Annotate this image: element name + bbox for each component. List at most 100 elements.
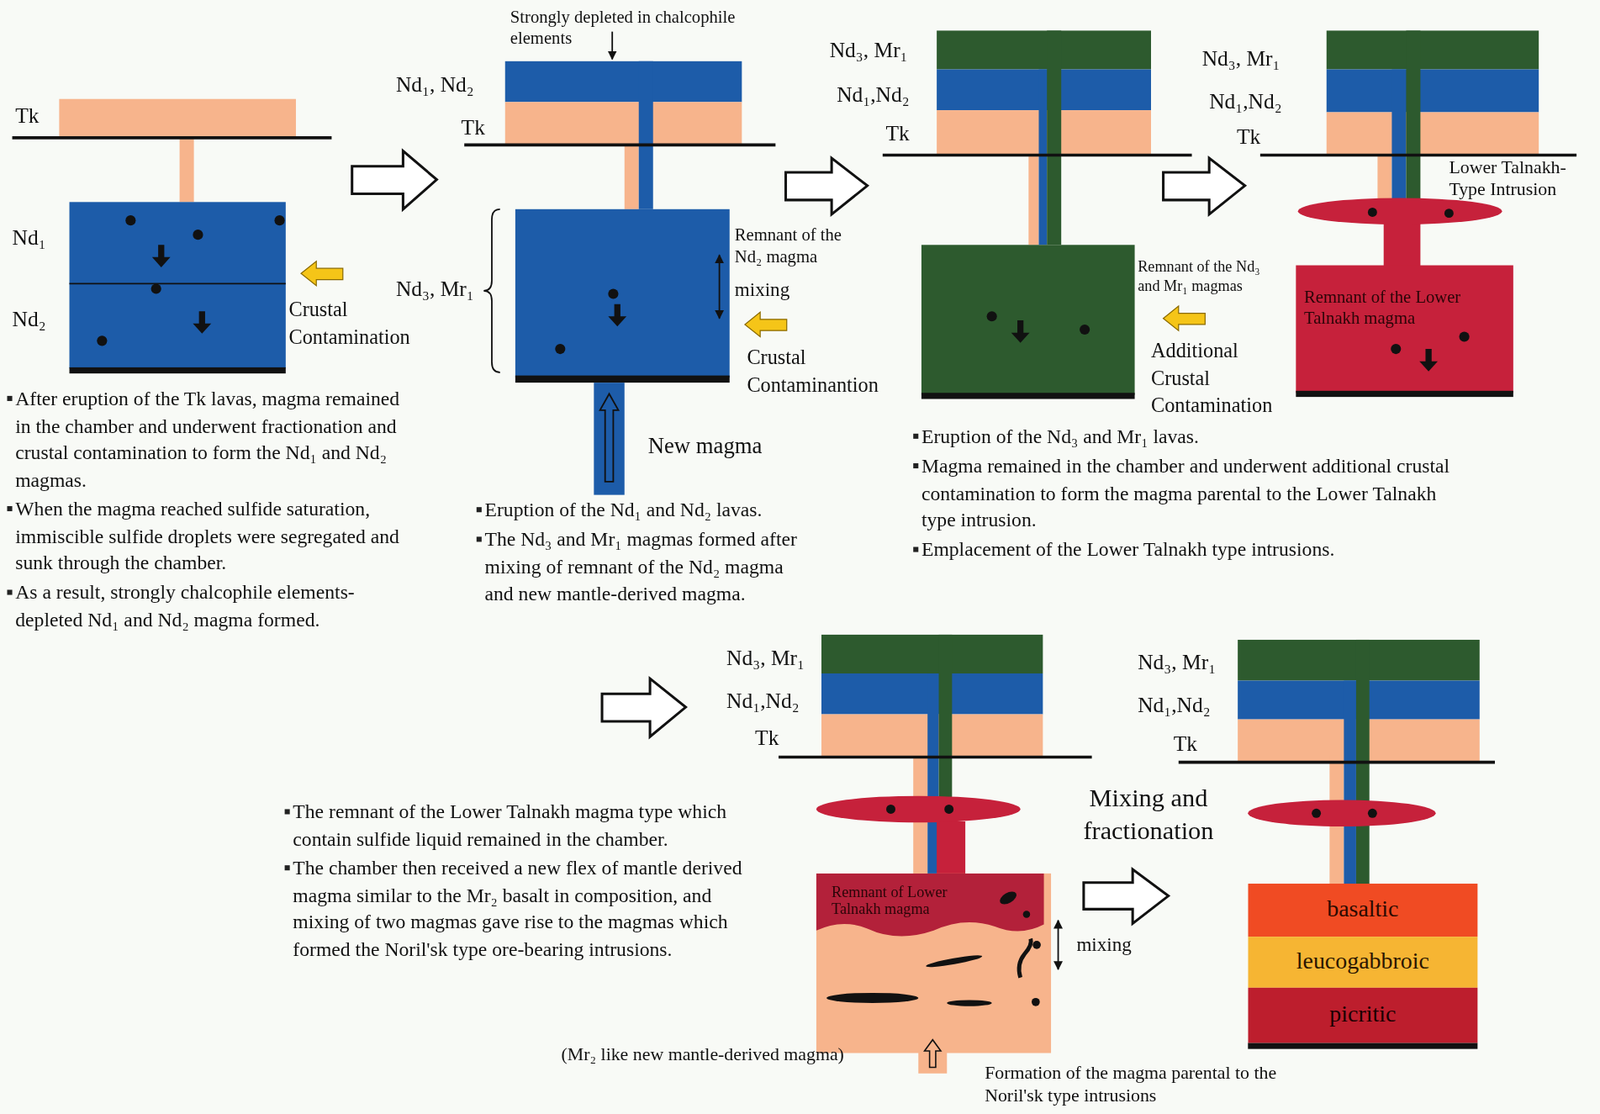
chamber-divider: [69, 282, 286, 285]
contamination-arrow: [744, 311, 787, 337]
sulfide-droplet: [151, 283, 162, 294]
chamber-floor: [1247, 1042, 1478, 1049]
step-arrow: [1163, 158, 1246, 215]
chamber-floor: [515, 375, 730, 383]
sulfide-droplet: [1459, 331, 1470, 342]
annotation-label: Nd₃, Mr₁: [829, 36, 909, 64]
tk-lava-layer: [58, 99, 296, 138]
annotation-label: Nd₃, Mr₁: [726, 644, 805, 672]
tk-lava-layer: [505, 101, 743, 144]
bullet-text: The chamber then received a new flex of …: [292, 855, 767, 964]
magma-chamber: [69, 201, 286, 369]
magma-chamber: [921, 244, 1136, 395]
conduit-stripe: [1343, 681, 1357, 887]
sulfide-blob: [998, 888, 1020, 907]
annotation-label: Remnant of the Nd₂ magma: [734, 224, 868, 268]
annotation-label: Tk: [755, 724, 779, 752]
annotation-label: Crustal Contamination: [288, 295, 432, 352]
annotation-label: Tk: [1173, 730, 1198, 758]
tk-base-line: [1260, 153, 1577, 158]
bullet-mark: [6, 506, 12, 512]
tk-base-line: [1178, 760, 1495, 765]
mixing-arrow: [718, 254, 721, 318]
sulfide-droplet: [1367, 207, 1378, 217]
magma-chamber: Remnant of the Lower Talnakh magma: [1295, 265, 1514, 391]
sulfide-blob: [946, 999, 992, 1006]
bullet-text: When the magma reached sulfide saturatio…: [15, 496, 402, 577]
step-arrow: [601, 678, 687, 737]
bullet-mark: [913, 463, 919, 469]
contamination-arrow: [300, 261, 344, 286]
lava-layer: [821, 634, 1043, 674]
mixing-arrow: [1057, 920, 1060, 970]
annotation-label: Nd₁: [12, 224, 47, 252]
conduit: [936, 821, 966, 876]
inflow-arrow: [600, 393, 619, 481]
annotation-label: Formation of the magma parental to the N…: [984, 1061, 1322, 1106]
sulfide-droplet: [1390, 343, 1401, 354]
annotation-label: Nd₁,Nd₂: [1137, 691, 1210, 719]
annotation-label: (Mr₂ like new mantle-derived magma): [561, 1042, 845, 1066]
sulfide-droplet: [1031, 998, 1041, 1007]
annotation-label: Nd₃, Mr₁: [396, 275, 475, 303]
settling-arrow: [1419, 348, 1438, 372]
leader-arrow: [611, 31, 613, 60]
conduit-stripe: [624, 139, 639, 210]
conduit-stripe: [1046, 30, 1062, 245]
node-text: picritic: [1247, 1001, 1478, 1029]
layer-band: leucogabbroic: [1247, 936, 1478, 988]
step-arrow: [1083, 869, 1169, 924]
sulfide-droplet: [1079, 324, 1090, 335]
feeder-conduit: [593, 382, 624, 496]
tk-base-line: [12, 136, 333, 140]
bullet-mark: [476, 537, 482, 543]
bullet-text: Eruption of the Nd₃ and Mr₁ lavas.: [921, 423, 1468, 451]
annotation-label: Additional Crustal Contamination: [1151, 337, 1284, 420]
bullet-text: After eruption of the Tk lavas, magma re…: [15, 385, 402, 495]
annotation-label: Nd₃, Mr₁: [1202, 44, 1281, 72]
node-text: Remnant of the Lower Talnakh magma: [1304, 287, 1505, 328]
conduit-stripe: [1391, 69, 1406, 205]
bullet-mark: [476, 506, 482, 513]
annotation-label: Strongly depleted in chalcophile element…: [510, 5, 782, 49]
annotation-label: Lower Talnakh-Type Intrusion: [1448, 157, 1600, 201]
annotation-label: mixing: [734, 277, 790, 302]
bullet-text: The Nd₃ and Mr₁ magmas formed after mixi…: [484, 526, 814, 608]
annotation-label: Tk: [15, 101, 39, 129]
remnant-magma: Remnant of Lower Talnakh magma: [816, 873, 1045, 925]
chamber-floor: [921, 392, 1136, 399]
sulfide-droplet: [125, 215, 136, 226]
sulfide-droplet: [886, 804, 896, 814]
annotation-label: Nd₃, Mr₁: [1137, 649, 1216, 676]
annotation-label: Nd₁,Nd₂: [836, 81, 909, 109]
magma-chamber: [816, 873, 1051, 1054]
bullet-mark: [6, 396, 12, 402]
annotation-label: Crustal Contaminantion: [746, 343, 895, 400]
intrusion-ellipse: [816, 796, 1021, 824]
intrusion-ellipse: [1247, 800, 1436, 828]
lava-layer: [936, 30, 1152, 69]
sulfide-droplet: [1367, 808, 1378, 819]
conduit-stripe: [1405, 30, 1421, 204]
node-text: Remnant of Lower Talnakh magma: [831, 883, 985, 919]
chamber-floor: [69, 367, 286, 374]
remnant-magma: [816, 873, 1045, 937]
annotation-label: Tk: [1236, 123, 1261, 151]
sulfide-droplet: [1444, 208, 1454, 218]
sulfide-droplet: [987, 311, 998, 322]
sulfide-blob: [826, 992, 919, 1004]
tk-base-line: [882, 153, 1193, 158]
lava-layer: [1326, 30, 1539, 69]
settling-arrow: [192, 311, 212, 334]
settling-arrow: [607, 304, 627, 328]
bullet-text: As a result, strongly chalcophile elemen…: [15, 579, 402, 634]
intrusion-ellipse: [1298, 197, 1503, 225]
bullet-text: Magma remained in the chamber and underw…: [921, 453, 1468, 534]
sulfide-droplet: [192, 229, 203, 240]
lava-layer: [505, 61, 743, 103]
bracket: [483, 209, 500, 373]
inflow-arrow: [924, 1040, 941, 1068]
annotation-label: Nd₂: [12, 306, 47, 333]
sulfide-droplet: [274, 215, 285, 226]
